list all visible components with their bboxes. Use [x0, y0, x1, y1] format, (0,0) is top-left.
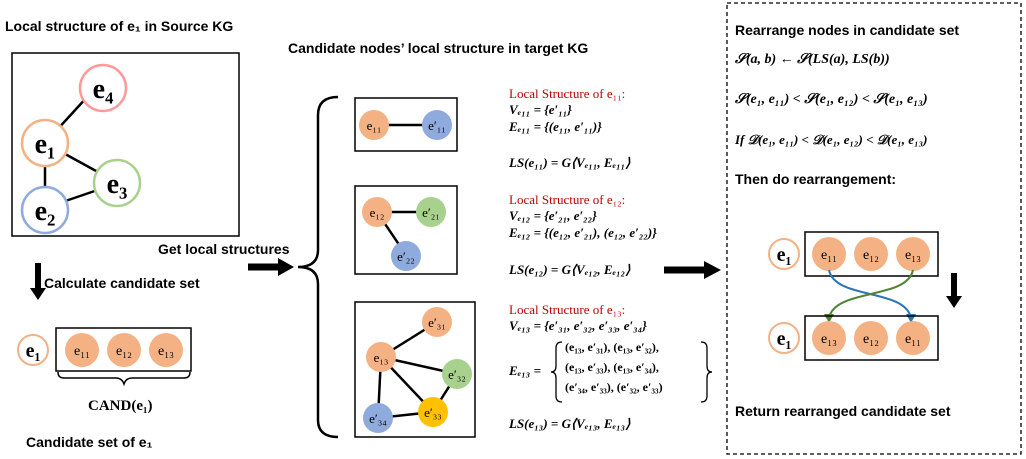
node-e2-label: e₂ [35, 196, 56, 227]
graph3-label-e32p: e′₃₂ [448, 367, 466, 382]
candidate-caption: Candidate set of e₁ [26, 434, 153, 450]
graph2-label-e21p: e′₂₁ [422, 205, 440, 220]
graph2-node-e22p [391, 241, 421, 271]
source-kg-title: Local structure of e₁ in Source KG [5, 18, 234, 34]
graph2-label-e12: e₁₂ [370, 205, 385, 220]
graph1-label-e11: e₁₁ [367, 118, 382, 133]
candidate-box [55, 327, 192, 372]
before-label-1: e₁₁ [821, 248, 837, 263]
after-node-1 [812, 321, 846, 355]
structure2-vertices: Vₑ₁₂ = {e′₂₁, e′₂₂} [509, 208, 597, 223]
return-label: Return rearranged candidate set [735, 403, 951, 419]
distance-condition: If 𝒟(e₁, e₁₁) < 𝒟(e₁, e₁₂) < 𝒟(e₁, e₁₃) [735, 132, 928, 147]
rearrange-panel [726, 2, 1022, 455]
after-node-3 [896, 321, 930, 355]
anchor-node [17, 334, 49, 366]
structure3-edges-row3: (e′₃₄, e′₃₃), (e′₃₂, e′₃₃) [565, 380, 663, 394]
structure2-heading: Local Structure of e₁₂: [509, 192, 626, 207]
get-local-structures-label: Get local structures [158, 241, 290, 257]
source-kg-box [11, 52, 240, 237]
after-box [804, 315, 939, 361]
after-label-2: e₁₂ [863, 332, 879, 347]
graph1-node-e11 [359, 110, 389, 140]
calc-candidate-label: Calculate candidate set [44, 275, 200, 291]
cand-node-e11 [65, 333, 99, 367]
graph3-node-e34p [363, 403, 393, 433]
before-label-3: e₁₃ [905, 248, 921, 263]
graph3-label-e31p: e′₃₁ [428, 315, 446, 330]
rearr-anchor-after [768, 322, 800, 354]
rearr-anchor-before [768, 238, 800, 270]
cand-node-e13 [149, 333, 183, 367]
node-e2 [20, 185, 70, 235]
graph1-box [354, 97, 458, 152]
node-e4-label: e₄ [93, 74, 114, 105]
node-e3 [92, 158, 142, 208]
anchor-node-label: e₁ [26, 340, 41, 362]
structure2-ls: LS(e₁₂) = G⟨Vₑ₁₂, Eₑ₁₂⟩ [509, 262, 631, 277]
node-e1-label: e₁ [35, 129, 56, 160]
cand-node-e12 [107, 333, 141, 367]
graph2-node-e12 [362, 197, 392, 227]
underbrace [57, 371, 191, 387]
cand-label-e12: e₁₂ [116, 344, 132, 359]
before-node-1 [812, 237, 846, 271]
structure1-vertices: Vₑ₁₁ = {e′₁₁} [509, 102, 572, 117]
rearr-anchor-before-label: e₁ [777, 244, 792, 266]
structure3-ls: LS(e₁₃) = G⟨Vₑ₁₃, Eₑ₁₃⟩ [509, 416, 631, 431]
structure1-ls: LS(e₁₁) = G⟨Vₑ₁₁, Eₑ₁₁⟩ [509, 155, 631, 170]
after-label-1: e₁₃ [821, 332, 837, 347]
structure3-edges-row1: (e₁₃, e′₃₁), (e₁₃, e′₃₂), [565, 340, 659, 354]
before-label-2: e₁₂ [863, 248, 879, 263]
graph2-node-e21p [416, 197, 446, 227]
graph1-node-e11p [422, 110, 452, 140]
graph3-node-e33p [418, 397, 448, 427]
structure3-heading: Local Structure of e₁₃: [509, 302, 626, 317]
graph3-label-e33p: e′₃₃ [424, 405, 442, 420]
swap-arrow-green [828, 269, 914, 319]
target-kg-title: Candidate nodes’ local structure in targ… [288, 40, 589, 56]
cand-label-e11: e₁₁ [74, 344, 90, 359]
graph3-node-e31p [422, 307, 452, 337]
node-e4 [78, 63, 128, 113]
graph3-box [354, 301, 476, 438]
after-label-3: e₁₁ [905, 332, 921, 347]
after-node-2 [854, 321, 888, 355]
graph3-node-e32p [442, 359, 472, 389]
node-e3-label: e₃ [107, 169, 128, 200]
graph2-box [354, 185, 458, 275]
before-node-2 [854, 237, 888, 271]
before-box [804, 231, 939, 277]
graph2-label-e22p: e′₂₂ [397, 249, 415, 264]
graph3-node-e13 [366, 342, 396, 372]
graph3-label-e13: e₁₃ [374, 350, 389, 365]
structure3-edges-row2: (e₁₃, e′₃₃), (e₁₃, e′₃₄), [565, 360, 659, 374]
graph1-label-e11p: e′₁₁ [428, 118, 446, 133]
structure3-vertices: Vₑ₁₃ = {e′₃₁, e′₃₂, e′₃₃, e′₃₄} [509, 318, 647, 333]
cand-set-label: CAND(e₁) [88, 398, 153, 414]
structure1-heading: Local Structure of e₁₁: [509, 86, 626, 101]
structure1-edges: Eₑ₁₁ = {(e₁₁, e′₁₁)} [509, 119, 602, 134]
graph3-label-e34p: e′₃₄ [369, 411, 387, 426]
rearr-anchor-after-label: e₁ [777, 328, 792, 350]
similarity-order: 𝒮(e₁, e₁₁) < 𝒮(e₁, e₁₂) < 𝒮(e₁, e₁₃) [735, 92, 928, 107]
node-e1 [20, 118, 70, 168]
before-node-3 [896, 237, 930, 271]
similarity-definition: 𝒮(a, b) ← 𝒮(LS(a), LS(b)) [735, 52, 890, 67]
left-brace [297, 95, 339, 439]
then-rearrange-label: Then do rearrangement: [735, 171, 897, 187]
structure2-edges: Eₑ₁₂ = {(e₁₂, e′₂₁), (e₁₂, e′₂₂)} [509, 225, 657, 240]
cand-label-e13: e₁₃ [158, 344, 174, 359]
structure3-edges-prefix: Eₑ₁₃ = [509, 363, 541, 378]
rearrange-title: Rearrange nodes in candidate set [735, 22, 960, 38]
